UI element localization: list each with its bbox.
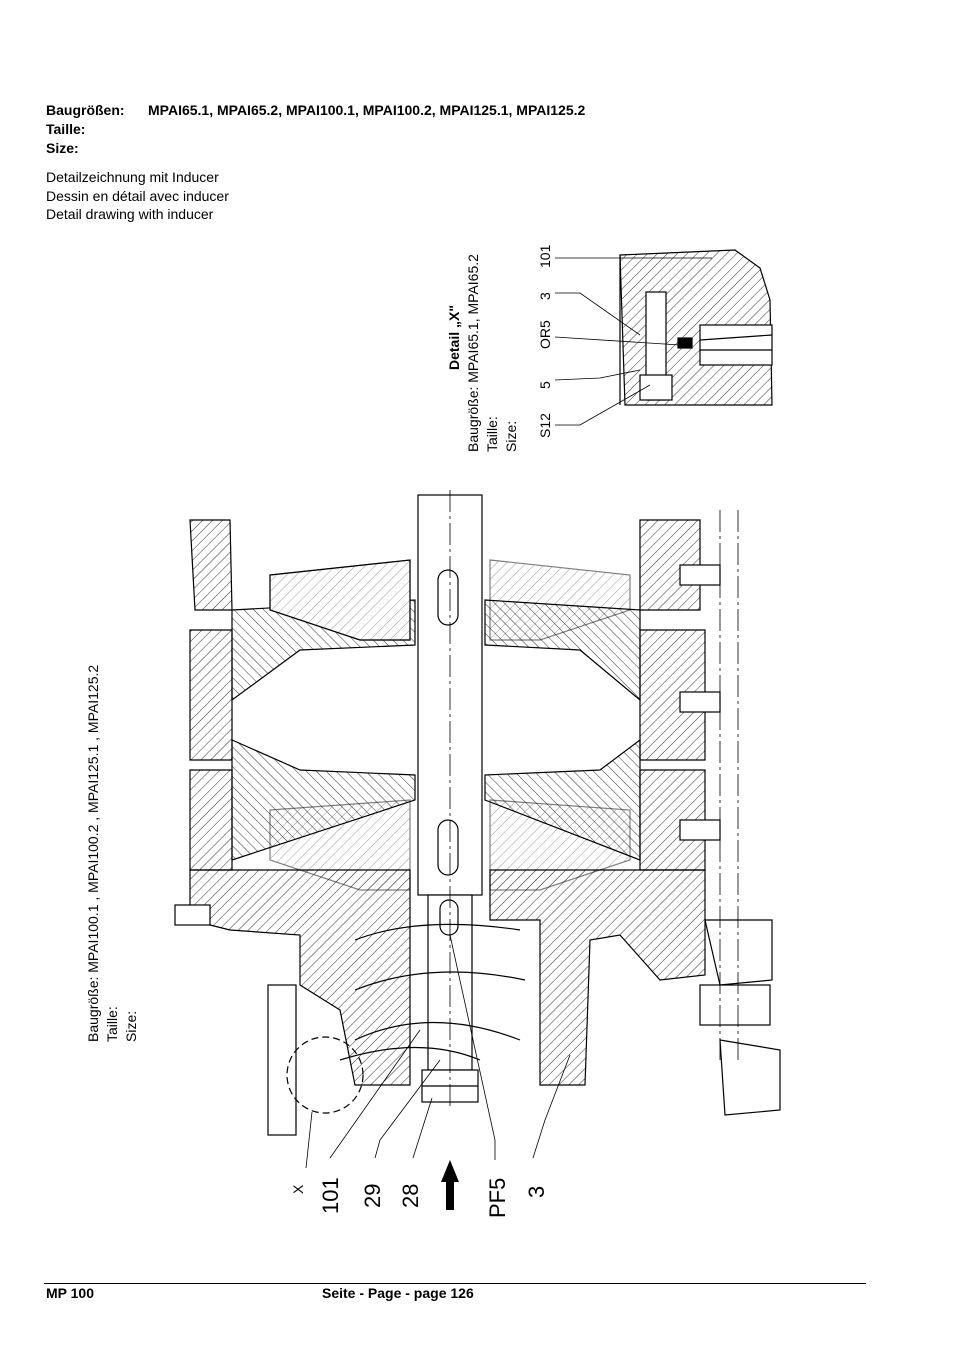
pump-section-drawing — [174, 490, 781, 1136]
detail-x-size-label: Size: — [503, 420, 519, 452]
size-label-de: Baugrößen: — [46, 102, 125, 118]
footer-rule — [44, 1283, 866, 1284]
detail-x-part-3: 3 — [537, 292, 553, 300]
description-en: Detail drawing with inducer — [46, 206, 214, 222]
footer-page-number: Seite - Page - page 126 — [322, 1285, 474, 1301]
main-view-size-line: Baugröße: MPAI100.1 , MPAI100.2 , MPAI12… — [85, 664, 101, 1042]
main-part-28: 28 — [398, 1183, 423, 1208]
description-fr: Dessin en détail avec inducer — [46, 187, 229, 204]
detail-x-taille-label: Taille: — [484, 416, 500, 452]
flow-arrow-icon — [441, 1160, 459, 1210]
size-values: MPAI65.1, MPAI65.2, MPAI100.1, MPAI100.2… — [148, 102, 586, 118]
detail-x-part-5: 5 — [537, 381, 553, 389]
main-part-3: 3 — [524, 1185, 549, 1198]
main-view-taille-label: Taille: — [104, 1006, 120, 1042]
main-view-size-label: Size: — [123, 1010, 139, 1042]
main-part-101: 101 — [318, 1177, 343, 1214]
detail-x-size-line: Baugröße: MPAI65.1, MPAI65.2 — [465, 254, 481, 452]
size-header: Baugrößen: MPAI65.1, MPAI65.2, MPAI100.1,… — [46, 101, 585, 158]
footer-doc-id: MP 100 — [46, 1285, 94, 1301]
description-block: Detailzeichnung mit Inducer Dessin en dé… — [46, 168, 229, 224]
detail-x-part-s12: S12 — [537, 413, 553, 438]
description-de: Detailzeichnung mit Inducer — [46, 169, 219, 185]
main-part-x: X — [290, 1184, 306, 1194]
detail-x-drawing — [619, 249, 773, 406]
main-part-29: 29 — [360, 1183, 385, 1208]
detail-x-leaders — [554, 257, 712, 426]
main-leaders — [305, 934, 571, 1169]
detail-x-title: Detail „X" — [446, 305, 462, 370]
detail-x-part-101: 101 — [537, 244, 553, 268]
main-part-pf5: PF5 — [485, 1177, 510, 1218]
detail-x-part-or5: OR5 — [537, 320, 553, 349]
size-label-en: Size: — [46, 140, 79, 156]
size-label-fr: Taille: — [46, 121, 86, 137]
size-header-row: Baugrößen: MPAI65.1, MPAI65.2, MPAI100.1,… — [46, 101, 585, 120]
